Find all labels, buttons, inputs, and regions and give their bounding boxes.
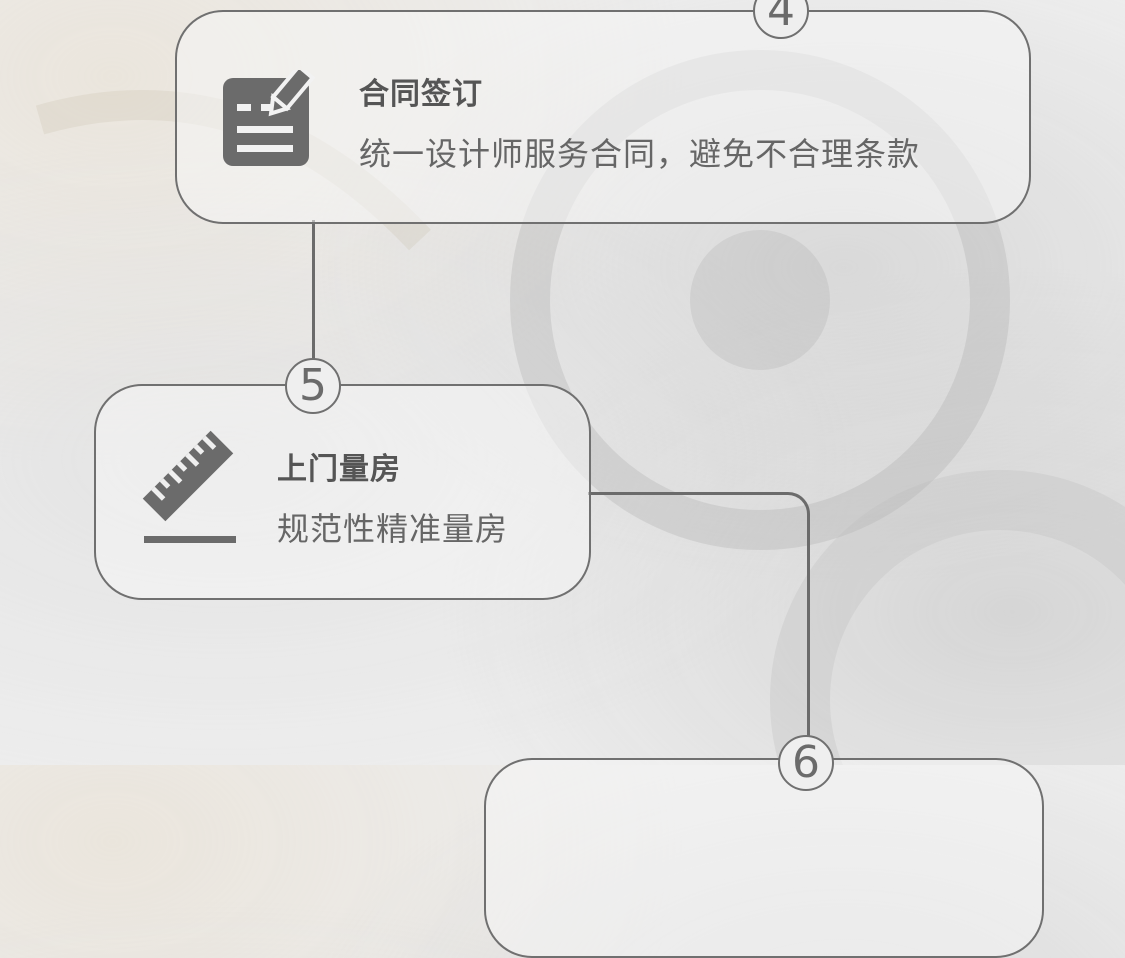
step-number-badge: 5 xyxy=(285,358,341,414)
step-description: 规范性精准量房 xyxy=(277,510,509,548)
step-title: 合同签订 xyxy=(359,77,483,112)
step-card-6[interactable] xyxy=(484,758,1044,958)
ruler-icon xyxy=(142,430,236,543)
connector-line-5-to-6 xyxy=(588,492,810,767)
step-card-contract[interactable]: 合同签订 统一设计师服务合同，避免不合理条款 xyxy=(175,10,1031,224)
step-number-badge: 6 xyxy=(778,735,834,791)
connector-line-4-to-5 xyxy=(312,220,315,385)
step-card-measure[interactable]: 上门量房 规范性精准量房 xyxy=(94,384,591,600)
step-description: 统一设计师服务合同，避免不合理条款 xyxy=(359,135,921,173)
step-title: 上门量房 xyxy=(277,452,401,487)
contract-edit-icon xyxy=(223,70,316,166)
